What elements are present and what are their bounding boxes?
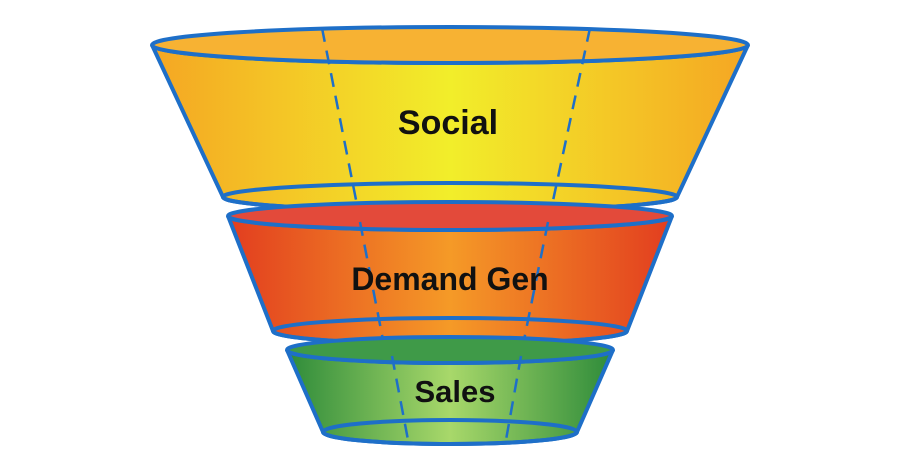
funnel-stage-demand-gen-guide-left <box>358 221 385 341</box>
funnel-stage-sales-guide-left <box>390 355 410 441</box>
funnel-stage-social-top-rim <box>150 25 750 65</box>
funnel-stage-social: Social <box>150 25 750 213</box>
funnel-stage-demand-gen: Demand Gen <box>226 200 674 346</box>
funnel-stage-social-guide-right <box>549 27 592 211</box>
funnel-stage-sales-label: Sales <box>414 374 495 409</box>
funnel-stage-demand-gen-label: Demand Gen <box>351 261 548 297</box>
funnel-stage-sales-guide-right <box>504 355 523 441</box>
funnel-stage-sales: Sales <box>285 335 615 446</box>
funnel-stage-social-guide-left <box>320 27 360 211</box>
funnel-stage-demand-gen-top-rim <box>226 200 674 232</box>
funnel-stage-sales-bottom-rim <box>321 418 579 446</box>
funnel-stage-demand-gen-guide-right <box>522 221 550 341</box>
funnel-stage-social-label: Social <box>398 104 498 142</box>
funnel-stage-sales-top-rim <box>285 335 615 365</box>
